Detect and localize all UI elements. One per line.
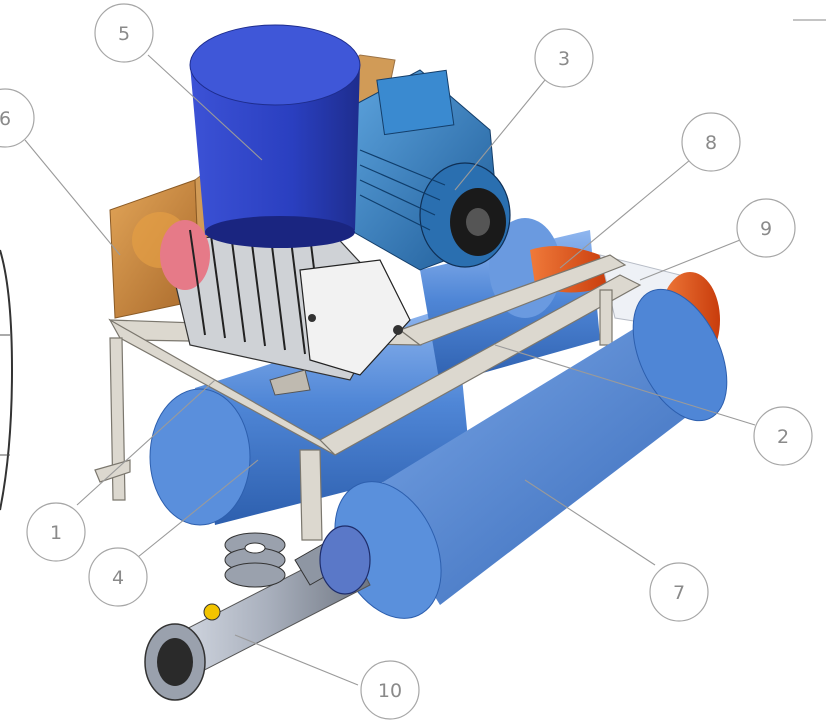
callout-7: 7 — [649, 562, 709, 622]
leader-8 — [559, 159, 691, 269]
silencer-tank-7 — [334, 288, 728, 619]
callout-3-label: 3 — [558, 48, 570, 70]
leader-lines — [24, 54, 756, 686]
callout-6: 6 — [0, 88, 35, 148]
leader-10 — [234, 634, 359, 686]
inlet-filter-5 — [189, 24, 361, 248]
callout-3: 3 — [534, 28, 594, 88]
leader-2 — [494, 344, 756, 426]
callout-7-label: 7 — [673, 582, 685, 604]
callout-8-label: 8 — [705, 132, 717, 154]
callout-10: 10 — [360, 660, 420, 720]
callout-6-label: 6 — [0, 108, 11, 130]
leader-4 — [137, 459, 259, 558]
callout-9: 9 — [736, 198, 796, 258]
leader-9 — [639, 239, 741, 281]
silencer-tank-4 — [149, 305, 470, 526]
callout-2: 2 — [753, 406, 813, 466]
adjacent-view-fragment — [0, 249, 14, 511]
callout-2-label: 2 — [777, 426, 789, 448]
callout-1-label: 1 — [50, 522, 62, 544]
callout-5-label: 5 — [118, 23, 130, 45]
electric-motor-3 — [344, 69, 511, 271]
roots-blower-1 — [160, 220, 411, 396]
leader-6 — [24, 139, 121, 256]
leader-3 — [454, 79, 546, 191]
callout-4: 4 — [88, 547, 148, 607]
callout-8: 8 — [681, 112, 741, 172]
callout-10-label: 10 — [378, 680, 402, 702]
callout-9-label: 9 — [760, 218, 772, 240]
callout-5: 5 — [94, 3, 154, 63]
base-frame — [94, 254, 642, 541]
leader-5 — [147, 54, 263, 161]
leader-1 — [76, 379, 216, 506]
callout-1: 1 — [26, 502, 86, 562]
discharge-pipe-10 — [144, 525, 371, 701]
leader-7 — [524, 479, 656, 566]
callout-4-label: 4 — [112, 567, 124, 589]
